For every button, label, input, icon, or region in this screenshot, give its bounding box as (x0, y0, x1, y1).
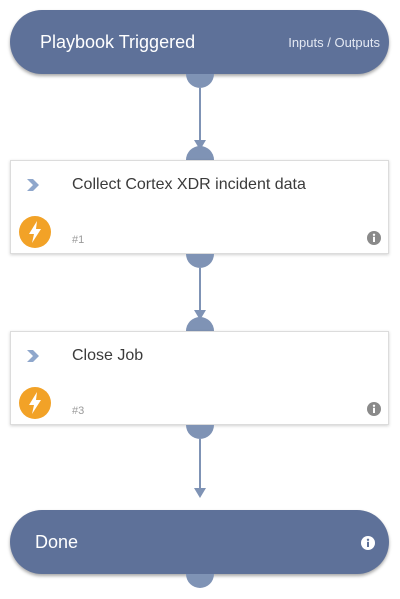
chevron-right-icon (26, 178, 40, 197)
task-number: #3 (72, 405, 85, 417)
connector-task1-to-task2 (194, 268, 206, 320)
task1-input-port[interactable] (186, 146, 214, 160)
task-card-collect-incident-data[interactable]: Collect Cortex XDR incident data #1 (10, 160, 389, 254)
connector-start-to-task1 (194, 88, 206, 150)
end-output-port[interactable] (186, 574, 214, 588)
playbook-triggered-node[interactable]: Playbook Triggered Inputs / Outputs (10, 10, 389, 74)
task2-output-port[interactable] (186, 425, 214, 439)
task-card-close-job[interactable]: Close Job #3 (10, 331, 389, 425)
done-node[interactable]: Done (10, 510, 389, 574)
task2-input-port[interactable] (186, 317, 214, 331)
connector-task2-to-end (194, 439, 206, 498)
info-icon[interactable] (367, 402, 381, 421)
task-title: Close Job (72, 347, 144, 364)
info-icon[interactable] (367, 231, 381, 250)
lightning-bolt-icon (19, 216, 51, 253)
start-output-port[interactable] (186, 74, 214, 88)
inputs-outputs-link[interactable]: Inputs / Outputs (288, 35, 380, 50)
info-icon[interactable] (361, 536, 375, 555)
lightning-bolt-icon (19, 387, 51, 424)
task-number: #1 (72, 234, 85, 246)
task1-output-port[interactable] (186, 254, 214, 268)
end-node-title: Done (35, 532, 79, 552)
start-node-title: Playbook Triggered (40, 32, 196, 52)
task-title: Collect Cortex XDR incident data (72, 176, 306, 193)
chevron-right-icon (26, 349, 40, 368)
